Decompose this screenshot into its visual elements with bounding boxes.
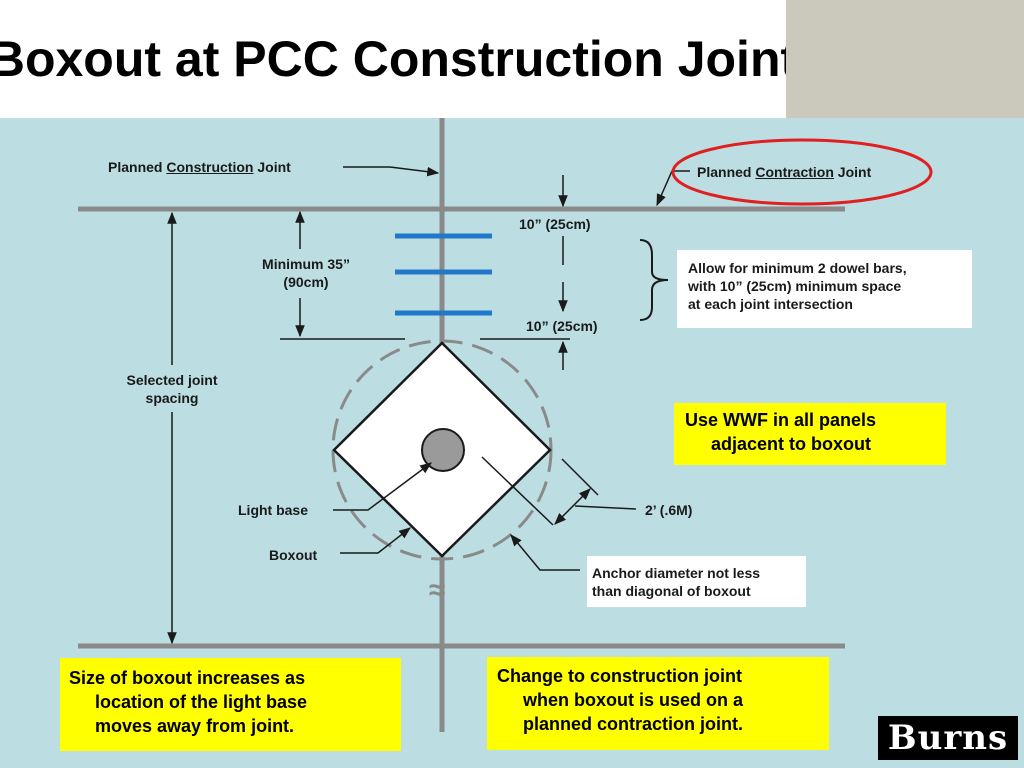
two-foot-ext-line: [561, 458, 599, 496]
burns-logo: Burns: [878, 716, 1018, 760]
dim-top-label: 10” (25cm): [519, 216, 591, 232]
corner-block: [786, 0, 1024, 118]
brace: [639, 239, 669, 321]
construction-keyword: Construction: [166, 159, 254, 175]
planned-construction-label: Planned Construction Joint: [108, 159, 291, 175]
highlight-ellipse: [671, 138, 933, 206]
boxout-label: Boxout: [269, 547, 318, 563]
anchor-leader: [510, 534, 580, 571]
size-note: Size of boxout increases as location of …: [60, 658, 401, 751]
dowel-note: Allow for minimum 2 dowel bars, with 10”…: [677, 250, 972, 328]
boxout-leader: [340, 527, 411, 554]
change-note: Change to construction joint when boxout…: [487, 657, 829, 750]
approx-symbol: ≈: [429, 574, 446, 607]
anchor-note: Anchor diameter not less than diagonal o…: [587, 556, 806, 607]
page-title: Boxout at PCC Construction Joint: [0, 31, 798, 87]
light-base-label: Light base: [238, 502, 309, 518]
minimum-label: Minimum 35” (90cm): [262, 256, 350, 290]
selected-spacing-label: Selected joint spacing: [126, 372, 218, 406]
two-foot-label: 2’ (.6M): [645, 502, 693, 518]
contraction-keyword: Contraction: [755, 164, 834, 180]
planned-contraction-label: Planned Contraction Joint: [697, 164, 872, 180]
two-foot-leader: [574, 505, 637, 510]
two-foot-dim-arrow: [554, 488, 591, 525]
dim-bottom-label: 10” (25cm): [526, 318, 598, 334]
construction-leader: [343, 166, 440, 177]
two-foot-ext-line: [481, 456, 554, 526]
light-base-leader: [333, 462, 432, 511]
wwf-note: Use WWF in all panels adjacent to boxout: [674, 403, 946, 465]
light-base-circle: [421, 428, 465, 472]
